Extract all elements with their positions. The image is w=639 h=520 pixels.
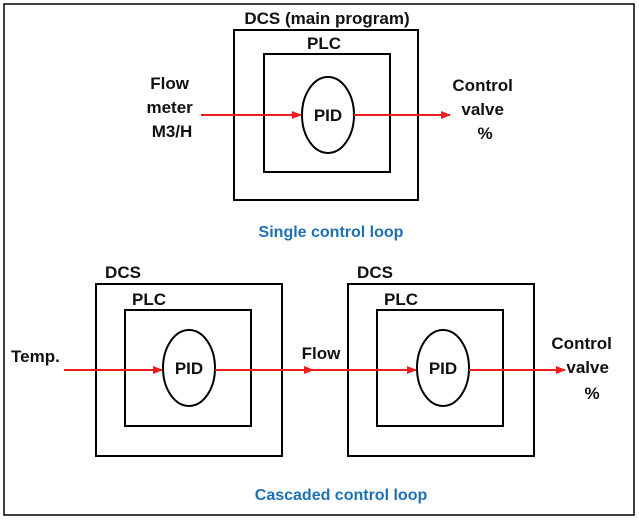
cascaded-input-label: Temp. [11,347,60,366]
single-output-label: Control valve % [452,76,517,143]
cascaded-loop: DCS PLC PID DCS PLC PID Temp. Flow Contr… [11,263,616,504]
single-input-line-3: M3/H [152,122,193,141]
cascaded-left-plc-label: PLC [132,290,166,309]
cascaded-left-pid-label: PID [175,359,203,378]
single-dcs-label: DCS (main program) [244,9,409,28]
cascaded-output-line-3: % [584,384,599,403]
cascaded-right-dcs-label: DCS [357,263,393,282]
single-output-line-3: % [477,124,492,143]
cascaded-right-plc-label: PLC [384,290,418,309]
cascaded-right-plc-box [376,309,504,427]
single-input-label: Flow meter M3/H [146,74,197,141]
cascaded-loop-caption: Cascaded control loop [255,487,428,504]
single-output-line-2: valve [461,100,504,119]
outer-frame [3,3,635,516]
cascaded-right-pid-label: PID [429,359,457,378]
cascaded-left-plc-box [124,309,252,427]
single-loop-caption: Single control loop [259,224,404,241]
cascaded-left-dcs-label: DCS [105,263,141,282]
single-plc-label: PLC [307,34,341,53]
single-input-line-1: Flow [150,74,189,93]
single-input-line-2: meter [146,98,193,117]
cascaded-output-line-1: Control [551,334,611,353]
single-loop: DCS (main program) PLC PID Flow meter M3… [146,9,517,241]
single-pid-label: PID [314,106,342,125]
single-output-line-1: Control [452,76,512,95]
cascaded-left-pid-ellipse [162,329,216,407]
cascaded-right-pid-ellipse [416,329,470,407]
cascaded-output-line-2: valve [566,358,609,377]
cascaded-intermediate-label: Flow [302,344,341,363]
cascaded-output-label: Control valve % [551,334,616,403]
single-plc-box [263,53,391,173]
